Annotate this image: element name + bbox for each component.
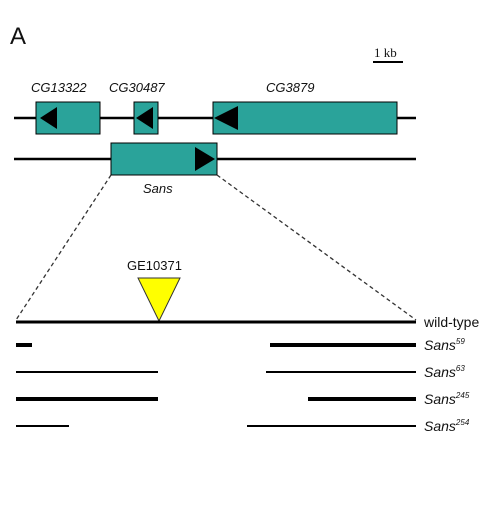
arrow-left-icon [214, 106, 238, 130]
allele-label: Sans63 [424, 364, 465, 380]
allele-label-sup: 59 [456, 337, 465, 346]
allele-label-base: Sans [424, 337, 456, 353]
zoom-line-left [15, 174, 112, 321]
allele-row-59: Sans59 [16, 337, 465, 353]
gene-label-cg13322: CG13322 [31, 80, 87, 95]
allele-label-sup: 245 [455, 391, 470, 400]
gene-box-cg3879 [212, 101, 398, 135]
zoom-line-right [216, 174, 417, 321]
arrow-right-icon [195, 147, 215, 171]
allele-label-base: Sans [424, 364, 456, 380]
gene-cg3879 [212, 101, 398, 135]
allele-label: Sans254 [424, 418, 470, 434]
allele-row-245: Sans245 [16, 391, 470, 407]
gene-sans [110, 142, 218, 176]
gene-label-cg3879: CG3879 [266, 80, 314, 95]
allele-label: Sans245 [424, 391, 470, 407]
allele-row-254: Sans254 [16, 418, 470, 434]
insertion-triangle-icon [137, 277, 181, 323]
gene-box-sans [110, 142, 218, 176]
arrow-left-icon [40, 107, 57, 129]
scale-bar-label: 1 kb [374, 45, 397, 60]
allele-label-base: Sans [424, 418, 456, 434]
allele-label-base: Sans [424, 391, 456, 407]
wild-type-label: wild-type [423, 314, 479, 330]
insertion-label: GE10371 [127, 258, 182, 273]
allele-label-sup: 63 [456, 364, 465, 373]
arrow-left-icon [136, 107, 153, 129]
allele-label-sup: 254 [455, 418, 470, 427]
allele-row-63: Sans63 [16, 364, 465, 380]
panel-label: A [10, 23, 26, 50]
gene-label-sans: Sans [143, 181, 173, 196]
allele-label: Sans59 [424, 337, 465, 353]
gene-label-cg30487: CG30487 [109, 80, 165, 95]
gene-cg13322 [35, 101, 101, 135]
gene-cg30487 [133, 101, 159, 135]
